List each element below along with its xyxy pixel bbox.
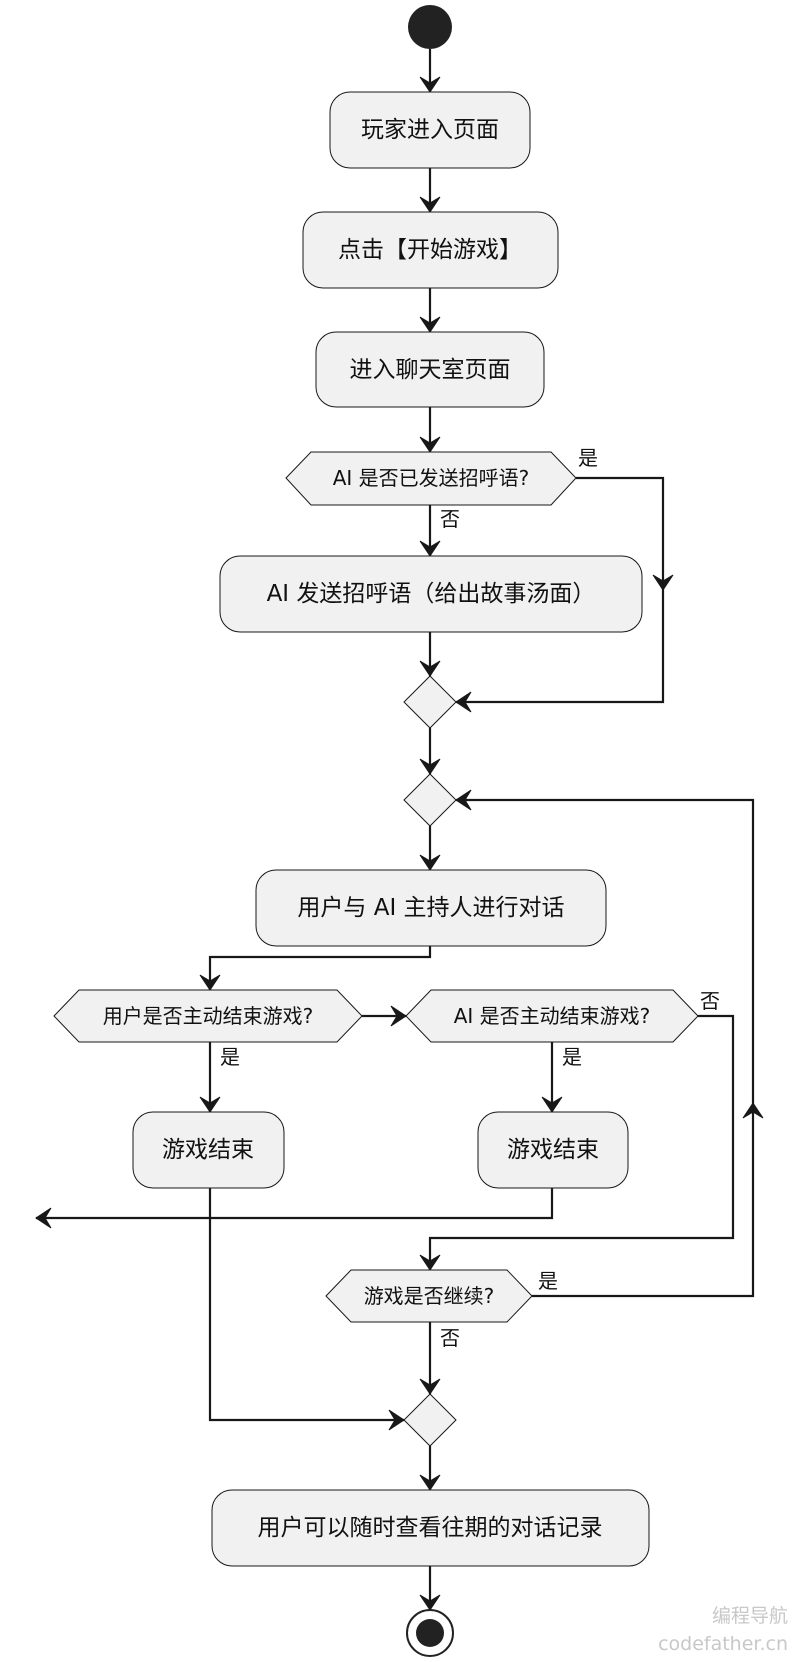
arrowhead xyxy=(652,574,674,591)
arrowhead xyxy=(419,1474,441,1491)
watermark-site: codefather.cn xyxy=(658,1633,788,1655)
edge-over2-exit xyxy=(36,1188,554,1220)
action-enter-page: 玩家进入页面 xyxy=(329,91,531,169)
action-user-dialog-label: 用户与 AI 主持人进行对话 xyxy=(297,895,564,921)
action-click-start: 点击【开始游戏】 xyxy=(302,211,559,289)
arrowhead xyxy=(455,789,472,811)
action-game-over-1-label: 游戏结束 xyxy=(162,1137,254,1163)
arrowhead xyxy=(388,1409,405,1431)
edge-dialog-userq xyxy=(208,946,432,990)
edge-continue-yes-loop xyxy=(456,798,755,1298)
arrowhead xyxy=(419,1378,441,1395)
arrowhead xyxy=(419,660,441,677)
arrowhead xyxy=(199,1096,221,1113)
merge-diamond-end xyxy=(403,1393,457,1447)
arrowhead xyxy=(199,974,221,991)
arrowhead xyxy=(35,1207,52,1229)
decision-ai-end-label: AI 是否主动结束游戏? xyxy=(454,1004,651,1028)
arrowhead xyxy=(742,1102,764,1119)
merge-diamond-loop xyxy=(403,773,457,827)
action-enter-page-label: 玩家进入页面 xyxy=(361,117,499,143)
start-node xyxy=(408,5,452,49)
branch-label-continue-yes: 是 xyxy=(538,1269,558,1293)
arrowhead xyxy=(419,540,441,557)
branch-label-user-end-yes: 是 xyxy=(220,1045,240,1069)
decision-ai-end: AI 是否主动结束游戏? xyxy=(405,989,699,1043)
branch-label-ai-end-no: 否 xyxy=(700,989,720,1013)
action-click-start-label: 点击【开始游戏】 xyxy=(338,237,522,263)
decision-ai-sent-greeting: AI 是否已发送招呼语? xyxy=(285,451,577,506)
decision-user-end-label: 用户是否主动结束游戏? xyxy=(103,1004,314,1028)
arrowhead xyxy=(419,1254,441,1271)
branch-label-ai-end-yes: 是 xyxy=(562,1045,582,1069)
action-enter-chatroom: 进入聊天室页面 xyxy=(315,331,545,408)
action-game-over-2-label: 游戏结束 xyxy=(507,1137,599,1163)
action-view-history: 用户可以随时查看往期的对话记录 xyxy=(211,1489,650,1567)
merge-diamond-greeting xyxy=(403,675,457,729)
action-ai-send-greeting-label: AI 发送招呼语（给出故事汤面） xyxy=(267,581,596,607)
end-node xyxy=(406,1609,454,1657)
action-game-over-1: 游戏结束 xyxy=(132,1111,285,1189)
action-game-over-2: 游戏结束 xyxy=(477,1111,629,1189)
action-ai-send-greeting: AI 发送招呼语（给出故事汤面） xyxy=(219,555,643,633)
decision-ai-sent-greeting-label: AI 是否已发送招呼语? xyxy=(333,466,530,490)
arrowheads xyxy=(35,76,764,1611)
arrowhead xyxy=(419,316,441,333)
arrowhead xyxy=(455,691,472,713)
arrowhead xyxy=(419,196,441,213)
arrowhead xyxy=(541,1096,563,1113)
arrowhead xyxy=(419,76,441,93)
branch-label-continue-no: 否 xyxy=(440,1326,460,1350)
action-view-history-label: 用户可以随时查看往期的对话记录 xyxy=(258,1515,603,1541)
decision-user-end: 用户是否主动结束游戏? xyxy=(53,989,363,1043)
decision-continue: 游戏是否继续? xyxy=(325,1269,533,1323)
edge-aiq-no-continue xyxy=(428,1014,735,1270)
arrowhead xyxy=(390,1005,407,1027)
decision-continue-label: 游戏是否继续? xyxy=(364,1284,495,1308)
action-enter-chatroom-label: 进入聊天室页面 xyxy=(350,357,511,383)
branch-label-greeting-yes: 是 xyxy=(578,446,598,470)
arrowhead xyxy=(419,758,441,775)
branch-label-greeting-no: 否 xyxy=(440,507,460,531)
arrowhead xyxy=(419,436,441,453)
arrowhead xyxy=(419,1594,441,1611)
arrowhead xyxy=(419,854,441,871)
action-user-dialog: 用户与 AI 主持人进行对话 xyxy=(255,869,607,947)
watermark-name: 编程导航 xyxy=(712,1605,788,1627)
edge-over1-merge xyxy=(208,1188,404,1422)
